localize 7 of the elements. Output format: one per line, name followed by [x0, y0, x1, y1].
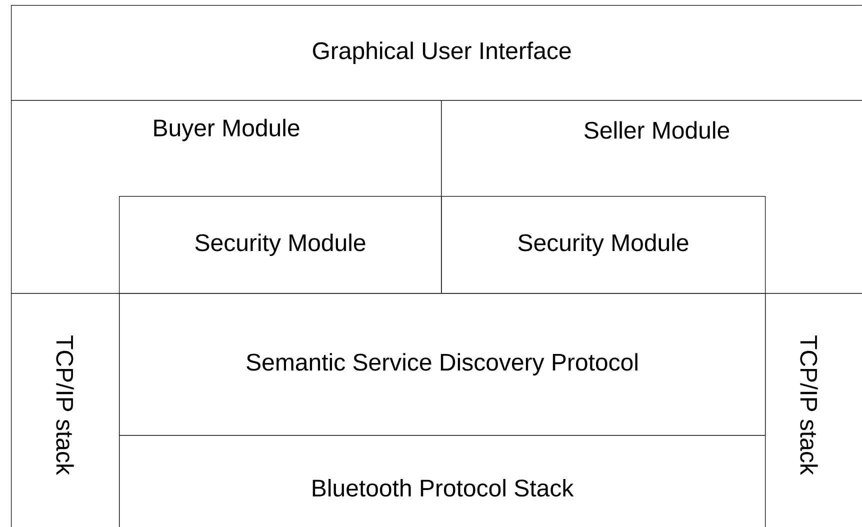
layer-box: Bluetooth Protocol Stack: [119, 435, 766, 527]
layer-box: TCP/IP stack: [11, 293, 120, 527]
layer-box: Graphical User Interface: [11, 5, 862, 101]
layer-box: TCP/IP stack: [765, 293, 862, 527]
layer-box: Semantic Service Discovery Protocol: [119, 293, 766, 436]
layer-box: Security Module: [441, 196, 766, 294]
layer-box: Security Module: [119, 196, 442, 294]
